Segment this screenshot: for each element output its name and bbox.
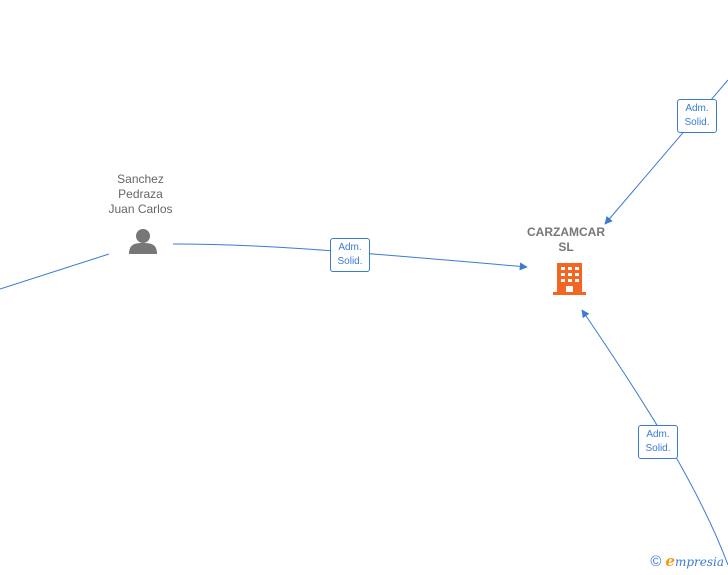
edge-role-line1: Adm. xyxy=(646,429,670,440)
edge-role-line2: Solid. xyxy=(645,443,671,454)
brand-logo-text: empresia xyxy=(665,552,724,570)
edge-line-left-offscreen xyxy=(0,253,110,290)
brand-rest: mpresia xyxy=(674,555,724,569)
edge-role-badge-bottom-right[interactable]: Adm. Solid. xyxy=(638,425,678,459)
empresia-watermark: © empresia xyxy=(650,551,724,571)
company-node-label[interactable]: CARZAMCAR SL xyxy=(511,225,621,255)
edge-role-badge-person[interactable]: Adm. Solid. xyxy=(330,238,370,272)
edge-role-line2: Solid. xyxy=(684,117,710,128)
brand-initial: e xyxy=(665,552,675,570)
edge-line-person-to-company xyxy=(172,243,528,271)
person-name-line2: Pedraza xyxy=(118,187,163,201)
person-icon[interactable] xyxy=(129,229,157,254)
person-name-line1: Sanchez xyxy=(117,172,164,186)
company-name-line1: CARZAMCAR xyxy=(527,225,605,239)
person-node-label[interactable]: Sanchez Pedraza Juan Carlos xyxy=(88,172,193,217)
company-name-line2: SL xyxy=(558,240,574,254)
edge-role-line1: Adm. xyxy=(685,103,709,114)
edge-role-line1: Adm. xyxy=(338,242,362,253)
edge-role-line2: Solid. xyxy=(337,256,363,267)
building-icon[interactable] xyxy=(553,263,586,295)
person-name-line3: Juan Carlos xyxy=(108,202,173,216)
edge-role-badge-top-right[interactable]: Adm. Solid. xyxy=(677,99,717,133)
copyright-icon: © xyxy=(650,552,662,570)
